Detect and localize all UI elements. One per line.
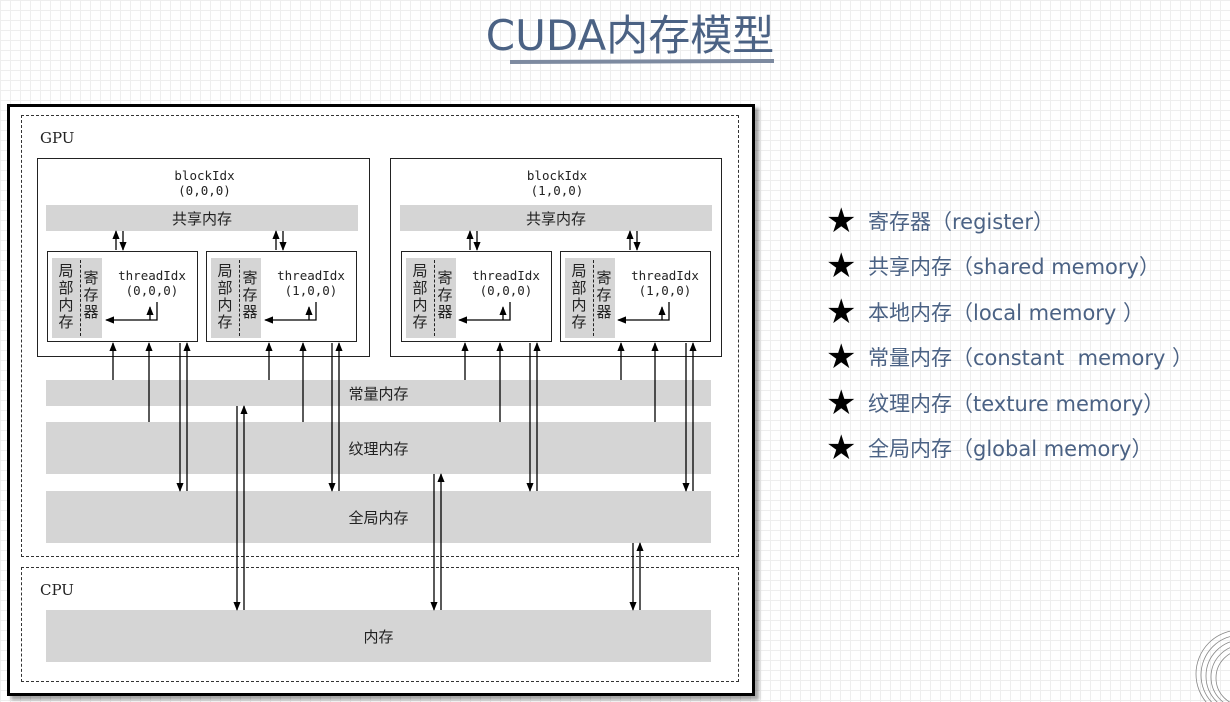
legend-item-global: ★全局内存（global memory） [826, 428, 1153, 469]
thread-idx-value: (1,0,0) [638, 283, 692, 298]
title-underline [509, 59, 775, 64]
local-register-divider [80, 260, 81, 336]
black-star-icon: ★ [826, 246, 857, 287]
page-title: CUDA内存模型 [485, 11, 775, 60]
block-0-idx-label: blockIdx [174, 168, 235, 183]
legend-item-constant: ★常量内存（constant memory ） [826, 337, 1194, 378]
register-label: 寄存器 [437, 269, 453, 321]
legend-item-local: ★本地内存（local memory ） [826, 291, 1145, 332]
local-memory-label: 局部内存 [58, 262, 74, 331]
black-star-icon: ★ [826, 337, 857, 378]
cpu-label: CPU [40, 581, 74, 599]
cpu-region [21, 567, 739, 682]
decorative-swirl-icon [1195, 630, 1230, 702]
host-memory: 内存 [46, 610, 711, 662]
block-0-thread-1: 局部内存 寄存器 threadIdx (1,0,0) [206, 251, 357, 342]
thread-idx-label: threadIdx [472, 268, 540, 283]
local-memory-label: 局部内存 [412, 262, 428, 331]
local-memory-label: 局部内存 [571, 262, 587, 331]
legend-item-shared: ★共享内存（shared memory） [826, 246, 1160, 287]
block-0-shared-memory: 共享内存 [46, 205, 358, 231]
block-0-idx-value: (0,0,0) [178, 183, 231, 198]
register-label: 寄存器 [242, 269, 258, 321]
constant-memory: 常量内存 [46, 380, 711, 406]
block-0-thread-0: 局部内存 寄存器 threadIdx (0,0,0) [47, 251, 198, 342]
thread-idx-value: (0,0,0) [479, 283, 533, 298]
black-star-icon: ★ [826, 382, 857, 423]
register-label: 寄存器 [83, 269, 99, 321]
black-star-icon: ★ [826, 200, 857, 241]
legend-item-texture: ★纹理内存（texture memory） [826, 382, 1165, 423]
block-1-shared-memory: 共享内存 [400, 205, 712, 231]
local-memory-label: 局部内存 [217, 262, 233, 331]
gpu-region [21, 115, 739, 557]
block-1: blockIdx (1,0,0) 共享内存 局部内存 寄存器 threadIdx… [390, 158, 722, 357]
legend-item-register: ★寄存器（register） [826, 200, 1054, 241]
memory-types-legend: ★寄存器（register） ★共享内存（shared memory） ★本地内… [826, 198, 1193, 471]
block-0: blockIdx (0,0,0) 共享内存 局部内存 寄存器 threadIdx… [37, 158, 370, 357]
block-1-idx-value: (1,0,0) [530, 183, 584, 198]
global-memory: 全局内存 [46, 491, 711, 543]
thread-idx-value: (1,0,0) [284, 283, 338, 298]
local-register-divider [434, 260, 435, 336]
block-1-thread-0: 局部内存 寄存器 threadIdx (0,0,0) [401, 251, 552, 342]
gpu-label: GPU [40, 129, 75, 147]
block-1-thread-1: 局部内存 寄存器 threadIdx (1,0,0) [560, 251, 711, 342]
register-label: 寄存器 [596, 269, 612, 321]
memory-model-diagram: GPU blockIdx (0,0,0) 共享内存 局部内存 寄存器 threa… [7, 104, 755, 696]
thread-idx-label: threadIdx [631, 268, 699, 283]
data-flow-arrows [105, 230, 697, 611]
block-1-idx-label: blockIdx [526, 168, 588, 183]
black-star-icon: ★ [826, 291, 857, 332]
thread-idx-label: threadIdx [118, 268, 186, 283]
thread-idx-value: (0,0,0) [125, 283, 179, 298]
black-star-icon: ★ [826, 428, 857, 469]
texture-memory: 纹理内存 [46, 422, 711, 474]
local-register-divider [593, 260, 594, 336]
local-register-divider [239, 260, 240, 336]
thread-idx-label: threadIdx [277, 268, 345, 283]
